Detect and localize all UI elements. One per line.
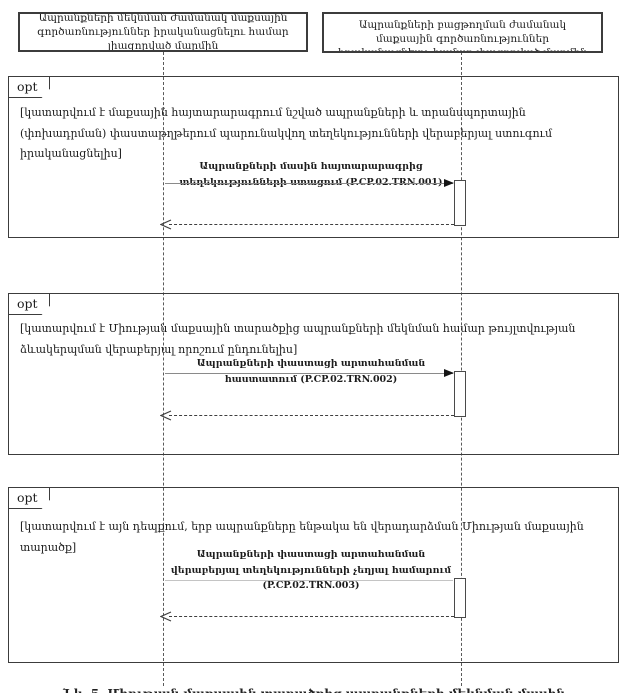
return-arrowhead-icon bbox=[160, 410, 172, 421]
activation-bar bbox=[454, 371, 466, 417]
guard-condition: [կատարվում է մաքսային հայտարարագրում նշվ… bbox=[20, 106, 553, 160]
lifeline-release-authority bbox=[461, 52, 462, 686]
return-message-line bbox=[169, 415, 454, 416]
message-line bbox=[165, 183, 453, 184]
message-line bbox=[165, 373, 453, 374]
actor-release-customs-authority: Ապրանքների բացթողման ժամանակ մաքսային գո… bbox=[322, 12, 603, 53]
opt-operator-tab: opt bbox=[8, 293, 50, 315]
opt-fragment-1: opt [կատարվում է մաքսային հայտարարագրում… bbox=[8, 76, 619, 238]
guard-condition: [կատարվում է այն դեպքում, երբ ապրանքները… bbox=[20, 520, 584, 554]
message-label: Ապրանքների փաստացի արտահանման վերաբերյալ… bbox=[170, 549, 452, 591]
actor-label: Ապրանքների բացթողման ժամանակ մաքսային գո… bbox=[337, 19, 588, 53]
activation-bar bbox=[454, 180, 466, 226]
actor-departure-customs-authority: Ապրանքների մեկնման ժամանակ մաքսային գործ… bbox=[18, 12, 308, 52]
return-arrowhead-icon bbox=[160, 219, 172, 230]
message-label: Ապրանքների մասին հայտարարագրից տեղեկությ… bbox=[179, 161, 443, 188]
opt-fragment-2: opt [կատարվում է Միության մաքսային տարած… bbox=[8, 293, 619, 455]
opt-operator-tab: opt bbox=[8, 487, 50, 509]
message-arrowhead-icon bbox=[444, 179, 454, 187]
message-label: Ապրանքների փաստացի արտահանման հաստատում … bbox=[196, 358, 426, 385]
guard-condition: [կատարվում է Միության մաքսային տարածքից … bbox=[20, 322, 576, 356]
activation-bar bbox=[454, 578, 466, 618]
message-line bbox=[165, 580, 453, 581]
opt-operator-tab: opt bbox=[8, 76, 50, 98]
return-arrowhead-icon bbox=[160, 611, 172, 622]
return-message-line bbox=[169, 616, 454, 617]
figure-caption: Նկ. 5. Միության մաքսային տարածքից ապրանք… bbox=[0, 687, 628, 693]
lifeline-departure-authority bbox=[163, 52, 164, 686]
message-arrowhead-icon bbox=[444, 369, 454, 377]
return-message-line bbox=[169, 224, 454, 225]
actor-label: Ապրանքների մեկնման ժամանակ մաքսային գործ… bbox=[37, 12, 289, 52]
opt-fragment-3: opt [կատարվում է այն դեպքում, երբ ապրանք… bbox=[8, 487, 619, 663]
